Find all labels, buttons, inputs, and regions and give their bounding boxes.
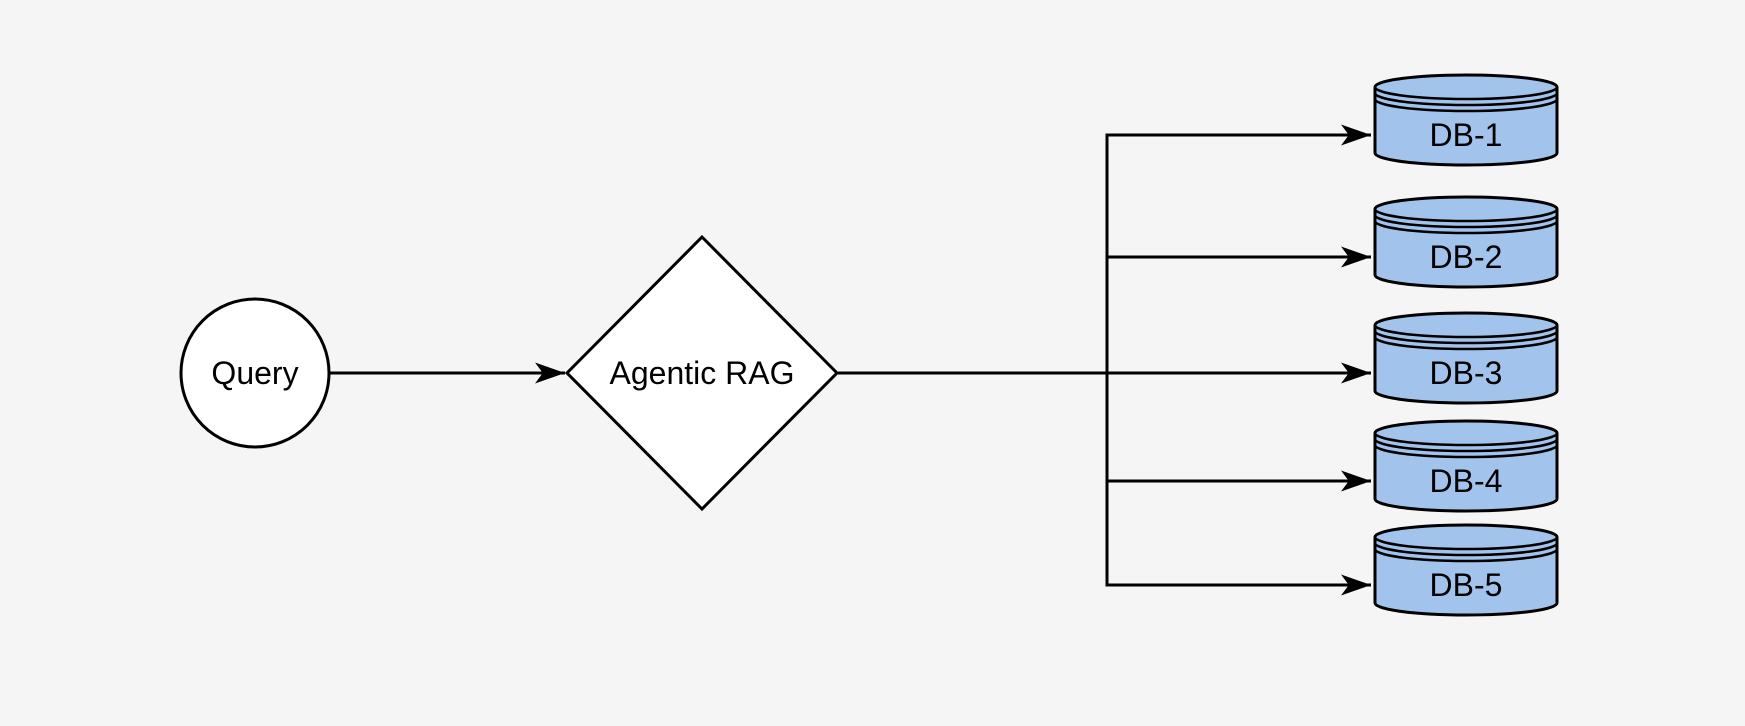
edge-decision-to-db-2	[1105, 246, 1371, 373]
db-3-disk-arcs	[1373, 324, 1559, 351]
db-2-disk-arcs	[1373, 208, 1559, 235]
query-label: Query	[211, 355, 298, 391]
query-circle	[179, 297, 331, 449]
db-5-label: DB-5	[1430, 567, 1503, 603]
decision-label: Agentic RAG	[610, 355, 795, 391]
db-2-label: DB-2	[1430, 239, 1503, 275]
db-1-disk-arcs	[1373, 86, 1559, 113]
db-2-node: DB-2	[1373, 195, 1559, 289]
decision-node: Agentic RAG	[564, 234, 840, 512]
edge-decision-to-db-1	[838, 124, 1371, 375]
db-1-node: DB-1	[1373, 73, 1559, 167]
db-3-label: DB-3	[1430, 355, 1503, 391]
db-1-label: DB-1	[1430, 117, 1503, 153]
db-4-label: DB-4	[1430, 463, 1503, 499]
decision-diamond	[564, 234, 840, 512]
db-3-node: DB-3	[1373, 311, 1559, 405]
db-5-node: DB-5	[1373, 523, 1559, 617]
db-4-disk-arcs	[1373, 432, 1559, 459]
edge-decision-to-db-4	[1105, 373, 1371, 492]
db-4-node: DB-4	[1373, 419, 1559, 513]
edge-decision-to-db-5	[1105, 373, 1371, 596]
db-5-disk-arcs	[1373, 536, 1559, 563]
query-node: Query	[179, 297, 331, 449]
